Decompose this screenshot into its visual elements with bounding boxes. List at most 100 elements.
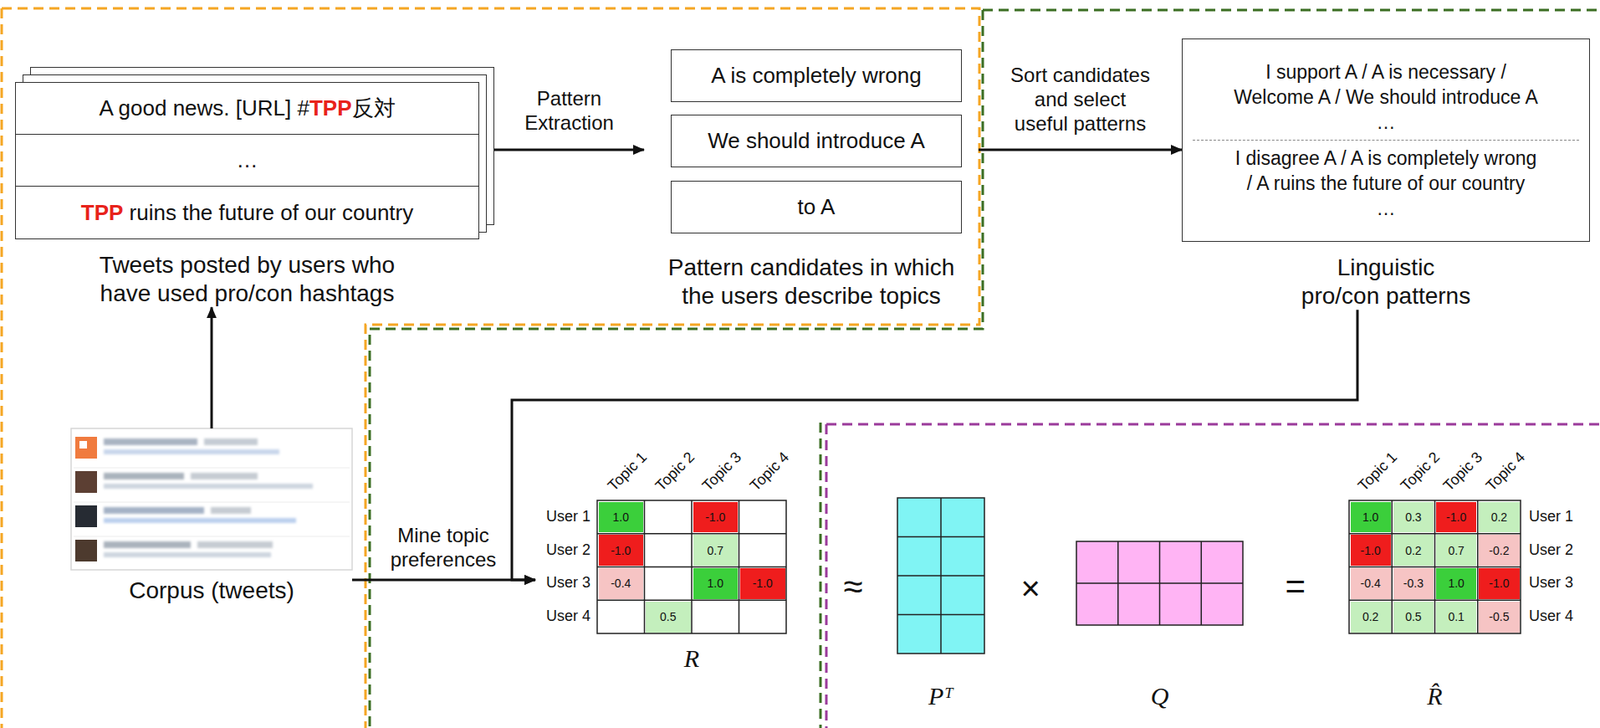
column-header: Topic 3 — [699, 448, 747, 496]
row-label: User 4 — [1528, 607, 1574, 626]
pattern-text: … — [1192, 109, 1580, 135]
row-label: User 3 — [1528, 573, 1574, 593]
column-header: Topic 1 — [1354, 448, 1401, 496]
screenshot-area — [71, 428, 353, 570]
caption: Linguistic pro/con patterns — [1277, 253, 1495, 310]
matrix-cell: 0.7 — [693, 534, 739, 566]
matrix-cell: 1.0 — [1350, 501, 1391, 533]
flow-arrow — [978, 148, 1182, 152]
matrix-cell: 0.5 — [645, 601, 691, 633]
matrix-cell: 0.5 — [1393, 601, 1434, 633]
matrix-name: R — [684, 644, 700, 672]
matrix: Q — [1076, 541, 1243, 716]
blurred-text — [103, 438, 313, 558]
edge-label: Pattern Extraction — [511, 86, 629, 136]
avatar — [79, 440, 87, 449]
pattern-text: We should introduce A — [707, 127, 926, 154]
matrix-rhat-frame — [1349, 500, 1521, 634]
tweet-text: … — [236, 147, 259, 174]
tweet-card: A good news. [URL] #TPP反対…TPPruins the f… — [15, 81, 480, 240]
candidate-box: A is completely wrong — [670, 49, 962, 103]
column-header: Topic 2 — [1397, 448, 1445, 496]
matrix-grid — [597, 497, 1521, 654]
matrix-cell: -0.4 — [598, 567, 645, 599]
matrix-r-lines — [597, 500, 787, 634]
avatar — [75, 539, 98, 562]
operator-symbol: × — [1021, 571, 1041, 605]
tweet-row: … — [15, 134, 479, 187]
pattern-text: I support A / A is necessary / Welcome A… — [1192, 59, 1580, 110]
matrix-cell: -0.3 — [1393, 567, 1434, 599]
caption: Tweets posted by users who have used pro… — [46, 250, 449, 307]
matrix-cell: -0.4 — [1350, 567, 1391, 599]
matrix-name: R̂ — [1426, 681, 1442, 710]
avatar — [75, 470, 98, 493]
matrix-cell: -1.0 — [1478, 567, 1519, 599]
flow-arrow — [511, 309, 1358, 580]
matrix-p-frame — [897, 497, 985, 654]
pattern-text: I disagree A / A is completely wrong / A… — [1192, 145, 1580, 196]
flow-arrow — [210, 306, 214, 429]
matrix-cell: -1.0 — [740, 567, 786, 599]
row-label: User 4 — [546, 607, 591, 626]
matrix-cell: -1.0 — [693, 501, 739, 533]
candidate-box: We should introduce A — [670, 114, 962, 168]
caption: Pattern candidates in which the users de… — [644, 253, 979, 310]
matrix-p-lines — [897, 497, 985, 654]
corpus-panel: Corpus (tweets) — [71, 428, 353, 605]
tweet-text: A good news. [URL] # — [98, 95, 309, 122]
tweet-row: TPPruins the future of our country — [15, 186, 479, 239]
matrix-cell: 0.2 — [1393, 534, 1434, 566]
avatar — [75, 436, 98, 459]
pattern-list: I support A / A is necessary / Welcome A… — [1181, 38, 1590, 310]
region-outline — [1, 8, 1600, 728]
column-header: Topic 4 — [1482, 448, 1530, 496]
tweet-text: TPP — [309, 95, 353, 122]
corpus-screenshot — [71, 428, 353, 570]
green-region — [369, 10, 1600, 728]
column-header: Topic 2 — [651, 448, 699, 496]
operator-symbol: = — [1285, 568, 1307, 604]
matrix-cell: 0.3 — [1393, 501, 1434, 533]
tweet-text: 反対 — [352, 93, 396, 123]
matrix-cell: -1.0 — [598, 534, 645, 566]
pattern-text: to A — [797, 194, 836, 220]
matrix-r-frame — [597, 500, 787, 634]
avatar — [75, 505, 98, 527]
matrix-q-frame — [1076, 541, 1243, 625]
row-divider — [73, 467, 350, 537]
edge-label: Mine topic preferences — [388, 523, 499, 573]
row-label: User 2 — [1528, 541, 1574, 560]
flow-arrow — [494, 148, 645, 152]
row-label: User 3 — [546, 573, 591, 593]
pattern-section: I disagree A / A is completely wrong / A… — [1192, 139, 1580, 221]
row-label: User 1 — [546, 507, 591, 527]
column-header: Topic 4 — [746, 448, 793, 496]
pattern-text: … — [1192, 195, 1580, 221]
tweet-text: TPP — [81, 199, 124, 226]
matrix-rhat-lines — [1349, 500, 1521, 634]
flow-arrow — [352, 578, 536, 582]
matrix-cell: 0.7 — [1436, 534, 1477, 566]
matrix-cell: 1.0 — [1436, 567, 1477, 599]
matrix-cell: -1.0 — [1436, 501, 1477, 533]
column-header: Topic 1 — [604, 448, 652, 496]
screenshot-frame — [71, 428, 353, 570]
matrix-name: Pᵀ — [928, 681, 954, 710]
matrix-cell: 0.2 — [1478, 501, 1519, 533]
purple-region — [826, 424, 1600, 728]
pattern-box: I support A / A is necessary / Welcome A… — [1181, 38, 1590, 242]
tweet-text: ruins the future of our country — [129, 199, 415, 226]
row-label: User 1 — [1528, 507, 1574, 527]
column-header: Topic 3 — [1440, 448, 1488, 496]
matrix: Pᵀ — [897, 497, 985, 716]
caption: Corpus (tweets) — [71, 576, 353, 605]
matrix-cell: -1.0 — [1350, 534, 1391, 566]
candidate-group: Pattern candidates in which the users de… — [644, 49, 979, 310]
operator-symbol: ≈ — [843, 568, 864, 604]
pattern-text: A is completely wrong — [710, 62, 921, 89]
orange-region — [1, 8, 980, 728]
candidate-box: to A — [670, 180, 962, 234]
tweet-row: A good news. [URL] #TPP反対 — [15, 82, 479, 135]
